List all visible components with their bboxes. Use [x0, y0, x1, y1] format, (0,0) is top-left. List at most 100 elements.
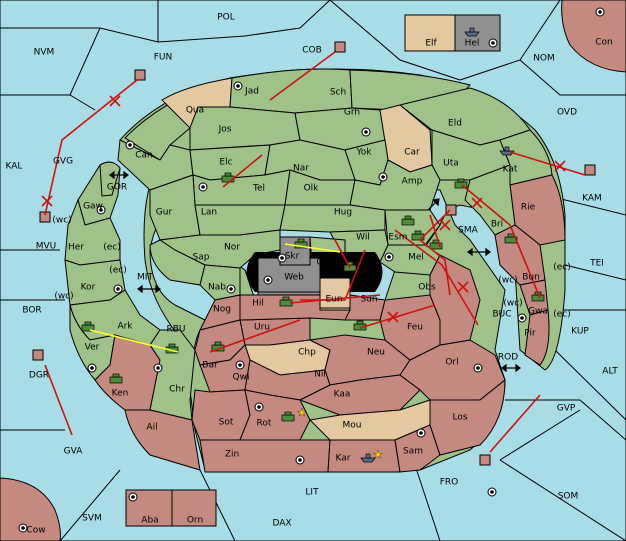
label-kat: Kat [503, 165, 518, 175]
supply-centers [18, 7, 605, 533]
army-unit[interactable] [109, 373, 123, 384]
label-svm: SVM [82, 514, 102, 524]
retreat-unit[interactable] [134, 69, 146, 81]
army-unit[interactable] [281, 411, 295, 422]
label-tel: Tel [252, 184, 265, 194]
army-unit[interactable] [81, 321, 95, 332]
label-feu: Feu [407, 323, 423, 333]
province-los[interactable] [429, 378, 506, 456]
label-orn: Orn [187, 516, 203, 526]
label-kor: Kor [81, 283, 96, 293]
label-sun: Sun [360, 295, 377, 305]
supply-center [378, 172, 388, 182]
label-gva: GVA [64, 447, 84, 457]
label-bun: Bun [522, 273, 540, 283]
label-gwa: Gwa [528, 307, 548, 317]
province-esm[interactable] [384, 209, 441, 246]
label-chp: Chp [298, 348, 316, 358]
retreat-unit[interactable] [32, 349, 44, 361]
province-chr[interactable] [149, 329, 196, 421]
supply-center [233, 81, 243, 91]
province-pir[interactable] [524, 309, 550, 366]
province-sot[interactable] [191, 389, 251, 441]
province-zin[interactable] [199, 439, 331, 473]
army-unit[interactable] [401, 215, 415, 226]
supply-center [263, 275, 273, 285]
label-mou: Mou [343, 421, 362, 431]
label-kal: KAL [6, 162, 23, 172]
label-sam: Sam [403, 447, 423, 457]
army-unit[interactable] [454, 178, 468, 189]
supply-center [153, 363, 163, 373]
supply-center [87, 363, 97, 373]
label-hel: Hel [465, 39, 480, 49]
green-territories [117, 68, 566, 301]
province-ail[interactable] [124, 409, 201, 471]
support-orders [89, 243, 341, 353]
label-nor: Nor [224, 243, 240, 253]
label-gwa-ec: (ec) [553, 310, 571, 320]
sea-routes [109, 170, 521, 373]
supply-center [487, 487, 497, 497]
label-skr: Skr [285, 252, 300, 262]
province-rie[interactable] [509, 174, 566, 246]
province-con[interactable] [561, 0, 626, 73]
label-nom: NOM [533, 54, 555, 64]
label-nog: Nog [213, 305, 231, 315]
label-kup: KUP [571, 327, 589, 337]
label-nil: Nil [314, 370, 326, 380]
retreat-unit[interactable] [445, 204, 457, 216]
province-sam[interactable] [394, 424, 441, 473]
label-mvu: MVU [36, 242, 57, 252]
fleet-unit[interactable] [360, 453, 376, 463]
province-eun-block[interactable] [319, 277, 351, 309]
label-bri: Bri [491, 220, 503, 230]
label-eld: Eld [448, 119, 462, 129]
label-can: Can [135, 151, 153, 161]
label-pir: Pir [524, 329, 536, 339]
province-hug[interactable] [279, 204, 386, 233]
retreat-unit[interactable] [334, 41, 346, 53]
supply-center [113, 284, 123, 294]
label-jos: Jos [218, 125, 232, 135]
label-olk: Olk [304, 184, 320, 194]
army-unit[interactable] [211, 341, 225, 352]
label-cow: Cow [26, 526, 45, 536]
province-cow[interactable] [0, 477, 61, 541]
label-kam: KAM [582, 194, 602, 204]
retreat-unit[interactable] [479, 454, 491, 466]
army-unit[interactable] [429, 239, 443, 250]
label-som: SOM [558, 492, 579, 502]
label-sch: Sch [330, 88, 346, 98]
label-nar: Nar [293, 164, 309, 174]
label-gvp: GVP [557, 404, 576, 414]
province-kaa[interactable] [298, 374, 421, 416]
province-rot[interactable] [239, 389, 311, 441]
label-kor-wc: (wc) [54, 292, 73, 302]
label-kor-ec: (ec) [109, 266, 127, 276]
label-hil: Hil [252, 299, 264, 309]
label-gwa-wc: (wc) [503, 299, 522, 309]
label-yok: Yok [355, 148, 372, 158]
label-alt: ALT [602, 367, 618, 377]
province-obs[interactable] [429, 254, 481, 346]
supply-center [277, 253, 287, 263]
map-labels: POL NVM FUN COB NOM Con Elf Hel OVD KAL … [6, 13, 619, 536]
supply-center [473, 363, 483, 373]
label-ken: Ken [112, 389, 129, 399]
province-elf[interactable] [404, 14, 456, 52]
label-cob: COB [302, 46, 322, 56]
fleet-unit[interactable] [464, 27, 480, 37]
label-chr: Chr [169, 385, 185, 395]
province-orn[interactable] [171, 489, 217, 527]
army-unit[interactable] [353, 320, 367, 331]
label-gvg-wc: (wc) [52, 216, 71, 226]
label-los: Los [452, 413, 467, 423]
supply-center [198, 182, 208, 192]
retreat-unit[interactable] [584, 164, 596, 176]
red-territories [124, 224, 550, 473]
supply-center [384, 252, 394, 262]
star-icon: ★ [297, 406, 307, 419]
